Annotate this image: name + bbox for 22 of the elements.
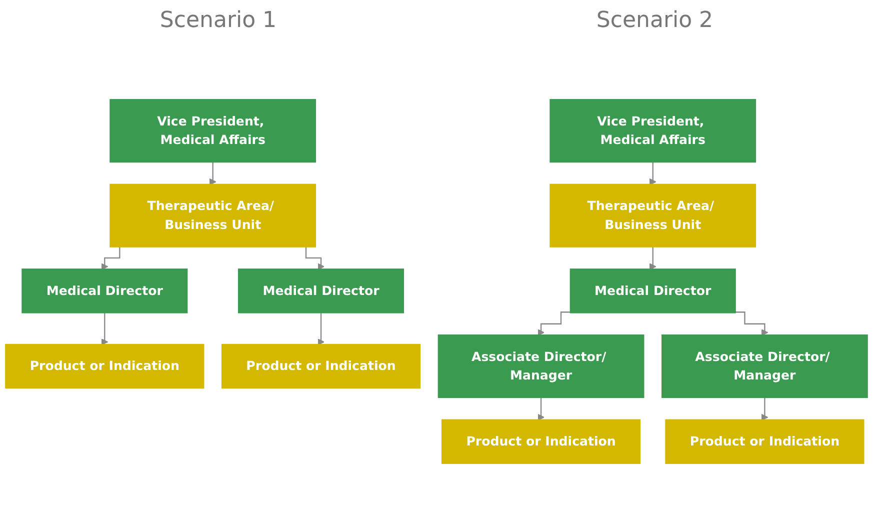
arrow bbox=[649, 246, 656, 270]
arrow bbox=[649, 160, 656, 186]
arrow bbox=[538, 396, 544, 421]
node-box: Associate Director/ Manager bbox=[438, 334, 644, 398]
scenario-heading: Scenario 1 bbox=[160, 8, 277, 32]
node-box: Medical Director bbox=[238, 268, 404, 314]
node-box: Associate Director/ Manager bbox=[662, 334, 868, 398]
node-box: Vice President, Medical Affairs bbox=[550, 99, 756, 163]
node-box: Product or Indication bbox=[5, 344, 204, 389]
scenario-heading: Scenario 2 bbox=[596, 8, 714, 32]
node-box: Therapeutic Area/ Business Unit bbox=[550, 184, 756, 248]
arrow bbox=[318, 312, 324, 346]
node-box: Product or Indication bbox=[665, 419, 864, 464]
node-box: Medical Director bbox=[22, 268, 188, 314]
arrow bbox=[761, 396, 768, 421]
arrow bbox=[209, 160, 216, 186]
arrow bbox=[101, 312, 108, 346]
node-box: Vice President, Medical Affairs bbox=[110, 99, 316, 163]
node-box: Product or Indication bbox=[221, 344, 421, 389]
node-box: Therapeutic Area/ Business Unit bbox=[110, 184, 316, 248]
node-box: Medical Director bbox=[570, 268, 736, 314]
node-box: Product or Indication bbox=[441, 419, 641, 464]
